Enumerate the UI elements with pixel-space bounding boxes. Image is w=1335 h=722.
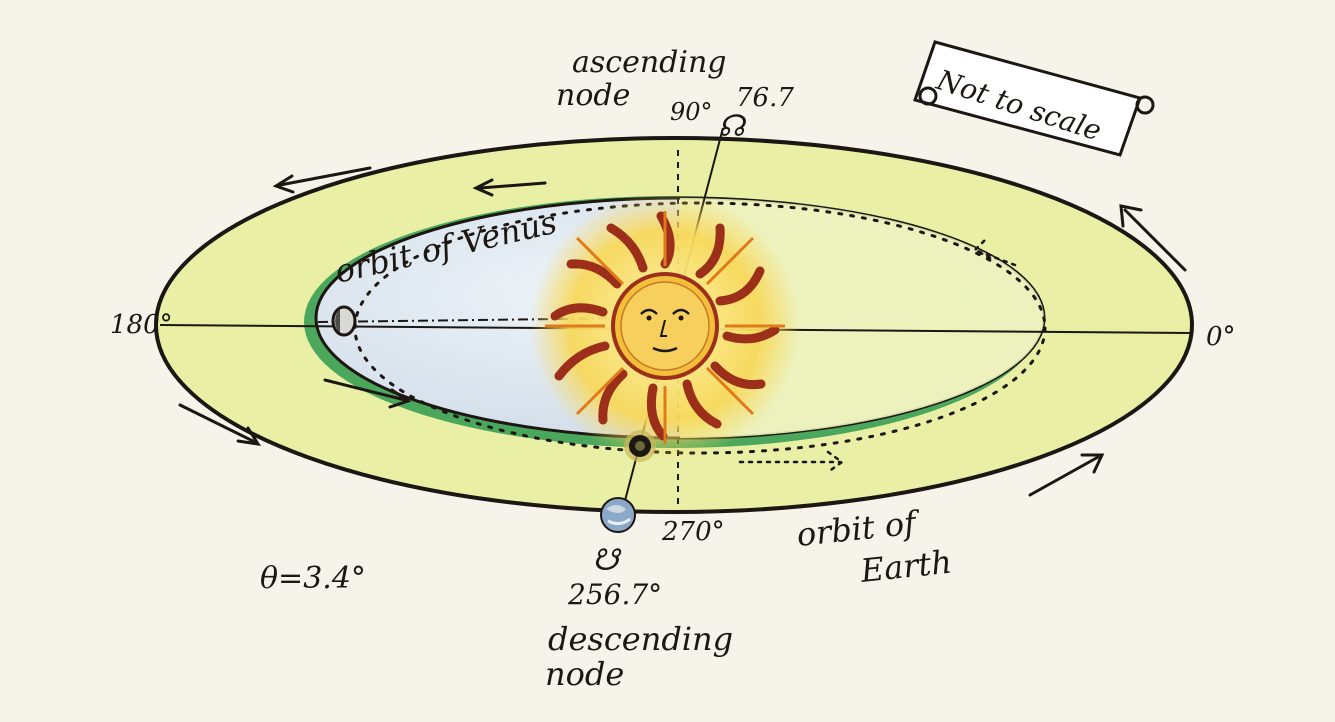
sun-face-icon (530, 191, 800, 461)
deg-270-label: 270° (661, 517, 725, 547)
deg-90-label: 90° (670, 98, 713, 126)
deg-0-label: 0° (1206, 322, 1236, 352)
deg-180-label: 180° (110, 310, 173, 340)
theta-label: θ=3.4° (260, 561, 366, 596)
orbit-arrows (178, 166, 1187, 497)
descending-node-value: 256.7° (567, 578, 662, 611)
earth-orbit-label-1: orbit of (795, 503, 923, 554)
ascending-node-value: 76.7 (736, 83, 794, 113)
earth-orbit-label-2: Earth (858, 543, 954, 590)
venus-planet-icon (331, 305, 357, 337)
ascending-node-symbol: ☊ (718, 109, 747, 144)
ascending-node-label-2: node (556, 78, 630, 113)
dotted-arrows (738, 238, 1017, 474)
descending-node-label-1: descending (548, 620, 733, 658)
earth-planet-icon (600, 497, 636, 533)
not-to-scale-banner (913, 40, 1155, 157)
descending-node-symbol: ☋ (592, 543, 622, 578)
ascending-node-label-1: ascending (572, 45, 726, 80)
descending-node-label-2: node (545, 655, 624, 693)
venus-at-node-icon (624, 430, 656, 462)
